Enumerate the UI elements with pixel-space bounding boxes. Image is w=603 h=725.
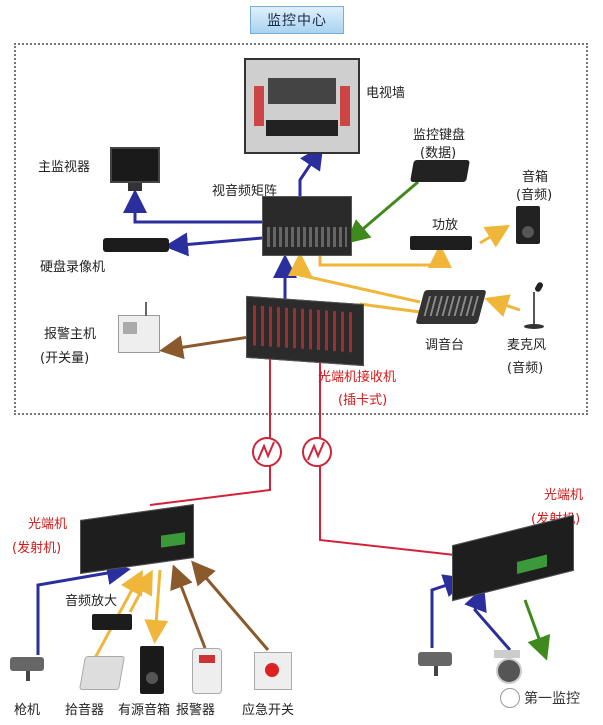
audio-amp-image — [92, 614, 132, 630]
camera-right-image — [418, 650, 458, 678]
watermark: 第一监控 — [500, 688, 580, 708]
gun-camera-image — [10, 655, 50, 681]
line-tx-to-active-speaker — [144, 569, 169, 644]
alarm-host-image — [118, 302, 160, 353]
line-mixer-to-matrix — [288, 252, 421, 304]
control-center-boundary — [14, 43, 588, 415]
emergency-switch-label: 应急开关 — [242, 703, 295, 718]
microphone-image — [522, 281, 546, 330]
line-mixer-to-receiver — [359, 302, 421, 314]
speaker-label: 音箱 — [522, 170, 549, 185]
matrix-image — [262, 196, 352, 256]
keyboard-label: 监控键盘 — [413, 128, 466, 143]
dvr-image — [103, 238, 169, 252]
mixer-label: 调音台 — [425, 338, 465, 353]
tv-wall-label: 电视墙 — [366, 86, 406, 101]
active-speaker-label: 有源音箱 — [118, 703, 171, 718]
alarm-host-sublabel: (开关量) — [40, 351, 90, 366]
alarm-label: 报警器 — [176, 703, 216, 718]
amplifier-image — [410, 236, 472, 250]
line-gun-camera-to-tx-left — [36, 561, 131, 655]
wechat-icon — [500, 688, 520, 708]
line-matrix-to-dvr — [164, 232, 263, 257]
tx-right-label: 光端机 — [544, 488, 584, 503]
alarm-image — [192, 648, 222, 694]
emergency-switch-image — [254, 652, 292, 690]
gun-camera-label: 枪机 — [14, 703, 41, 718]
receiver-sublabel: (插卡式) — [338, 393, 388, 408]
dome-camera-image — [490, 650, 524, 684]
matrix-label: 视音频矩阵 — [212, 184, 278, 199]
fiber-symbol-left — [252, 437, 282, 467]
fiber-symbol-right — [302, 437, 332, 467]
tx-left-sublabel: (发射机) — [12, 541, 62, 556]
watermark-text: 第一监控 — [524, 691, 580, 707]
pickup-image — [79, 656, 125, 690]
tv-wall-image — [244, 58, 360, 154]
keyboard-sublabel: (数据) — [420, 146, 457, 161]
line-keyboard-to-matrix — [345, 180, 419, 244]
amplifier-label: 功放 — [432, 218, 459, 233]
line-mic-to-mixer — [484, 294, 521, 318]
receiver-label: 光端机接收机 — [318, 370, 397, 385]
line-alarm-to-tx-left — [170, 564, 207, 649]
line-matrix-to-main-monitor — [123, 189, 262, 224]
speaker-image — [516, 206, 540, 244]
pickup-label: 拾音器 — [65, 703, 105, 718]
line-amplifier-to-speaker — [479, 224, 511, 248]
line-tx-to-dome-data — [523, 599, 551, 661]
main-monitor-image — [110, 147, 160, 191]
main-monitor-label: 主监视器 — [38, 160, 91, 175]
fiber-line-left — [149, 345, 271, 506]
microphone-label: 麦克风 — [507, 338, 547, 353]
control-center-title: 监控中心 — [250, 6, 344, 34]
microphone-sublabel: (音频) — [507, 361, 544, 376]
keyboard-image — [410, 160, 470, 182]
line-receiver-to-alarm-host — [159, 333, 263, 360]
line-emergency-to-tx-left — [191, 560, 270, 651]
speaker-sublabel: (音频) — [516, 188, 553, 203]
active-speaker-image — [140, 646, 164, 694]
mixer-image — [415, 290, 487, 324]
alarm-host-label: 报警主机 — [44, 327, 97, 342]
fiber-line-right — [319, 345, 456, 556]
audio-amp-label: 音频放大 — [65, 594, 118, 609]
line-matrix-to-tvwall — [298, 145, 324, 200]
tx-left-label: 光端机 — [28, 517, 68, 532]
line-audio-amp-to-tx — [128, 569, 153, 613]
receiver-image — [246, 295, 364, 367]
dvr-label: 硬盘录像机 — [40, 260, 106, 275]
line-matrix-to-amplifier — [318, 244, 452, 268]
line-dome-to-tx — [464, 586, 512, 651]
